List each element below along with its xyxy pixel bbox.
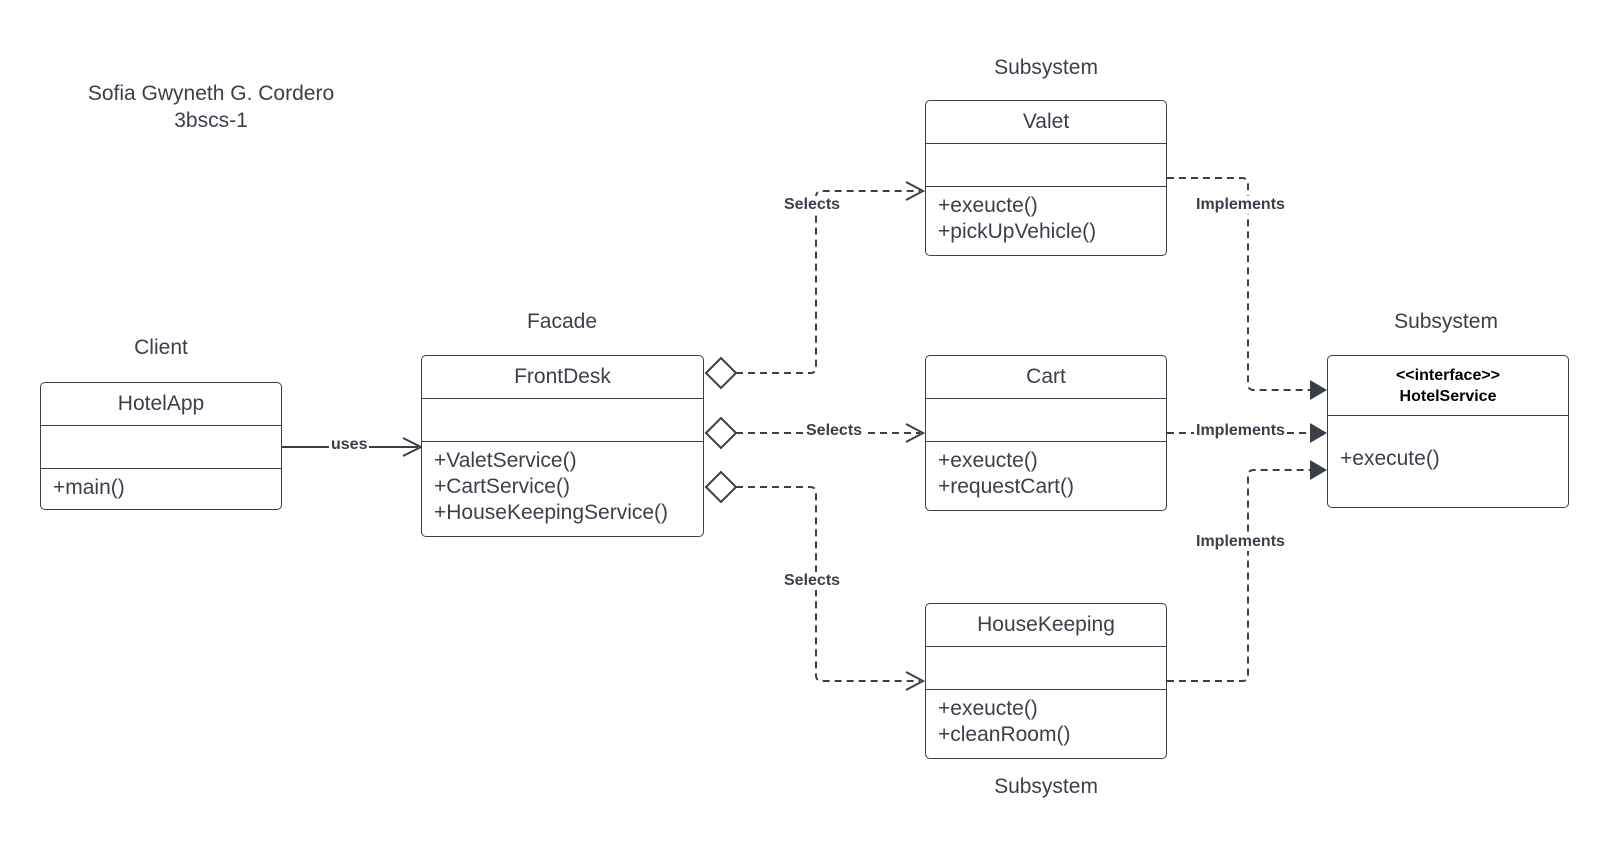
class-name: Valet [1022,110,1070,133]
label-selects-housekeeping: Selects [782,572,843,590]
class-cart[interactable]: Cart +exeucte() +requestCart() [925,355,1167,511]
attributes-compartment [422,398,703,441]
class-housekeeping[interactable]: HouseKeeping +exeucte() +cleanRoom() [925,603,1167,759]
implements-valet-connector [1167,177,1311,391]
caption-facade: Facade [526,310,598,333]
operation: +exeucte() [938,449,1038,472]
operations-compartment: +main() [41,468,281,509]
caption-subsystem-right: Subsystem [1394,310,1498,333]
interface-stereotype: <<interface>> [1395,366,1501,384]
operation: +execute() [1340,447,1440,470]
implements-housekeeping-arrowhead [1310,460,1327,480]
label-selects-cart: Selects [804,422,865,440]
label-implements-cart: Implements [1194,422,1287,440]
operations-compartment: +execute() [1328,415,1568,507]
aggregation-diamond-cart [704,416,738,450]
operations-compartment: +exeucte() +requestCart() [926,441,1166,510]
operation: +exeucte() [938,697,1038,720]
class-name: HotelService [1399,387,1497,405]
aggregation-diamond-housekeeping [704,470,738,504]
label-selects-valet: Selects [782,196,843,214]
author-block: Sofia Gwyneth G. Cordero 3bscs-1 [51,80,371,134]
class-name: HotelApp [117,392,205,415]
attributes-compartment [926,143,1166,186]
operation: +main() [53,476,125,499]
label-uses: uses [329,436,370,454]
caption-subsystem-bottom: Subsystem [994,775,1098,798]
class-frontdesk[interactable]: FrontDesk +ValetService() +CartService()… [421,355,704,537]
operation: +cleanRoom() [938,723,1071,746]
operation: +ValetService() [434,449,577,472]
operation: +requestCart() [938,475,1074,498]
attributes-compartment [41,425,281,468]
selects-housekeeping-arrowhead [905,671,926,691]
class-hotelapp[interactable]: HotelApp +main() [40,382,282,510]
attributes-compartment [926,398,1166,441]
operations-compartment: +ValetService() +CartService() +HouseKee… [422,441,703,536]
attributes-compartment [926,646,1166,689]
class-name: HouseKeeping [977,613,1115,636]
class-name: FrontDesk [514,365,611,388]
selects-valet-connector [736,190,920,374]
author-name: Sofia Gwyneth G. Cordero [87,82,335,105]
operations-compartment: +exeucte() +pickUpVehicle() [926,186,1166,255]
implements-housekeeping-connector [1167,469,1311,682]
caption-subsystem-top: Subsystem [994,56,1098,79]
class-valet[interactable]: Valet +exeucte() +pickUpVehicle() [925,100,1167,256]
selects-valet-arrowhead [905,181,926,201]
caption-client: Client [134,336,188,359]
label-implements-housekeeping: Implements [1194,533,1287,551]
author-section: 3bscs-1 [174,109,248,132]
interface-name-compartment: <<interface>> HotelService [1328,356,1568,415]
label-implements-valet: Implements [1194,196,1287,214]
operations-compartment: +exeucte() +cleanRoom() [926,689,1166,758]
implements-cart-arrowhead [1310,423,1327,443]
operation: +HouseKeepingService() [434,501,669,524]
class-name: Cart [1026,365,1066,388]
interface-hotelservice[interactable]: <<interface>> HotelService +execute() [1327,355,1569,508]
aggregation-diamond-valet [704,356,738,390]
selects-cart-arrowhead [905,423,926,443]
operation: +pickUpVehicle() [938,220,1097,243]
operation: +CartService() [434,475,570,498]
implements-valet-arrowhead [1310,380,1327,400]
operation: +exeucte() [938,194,1038,217]
